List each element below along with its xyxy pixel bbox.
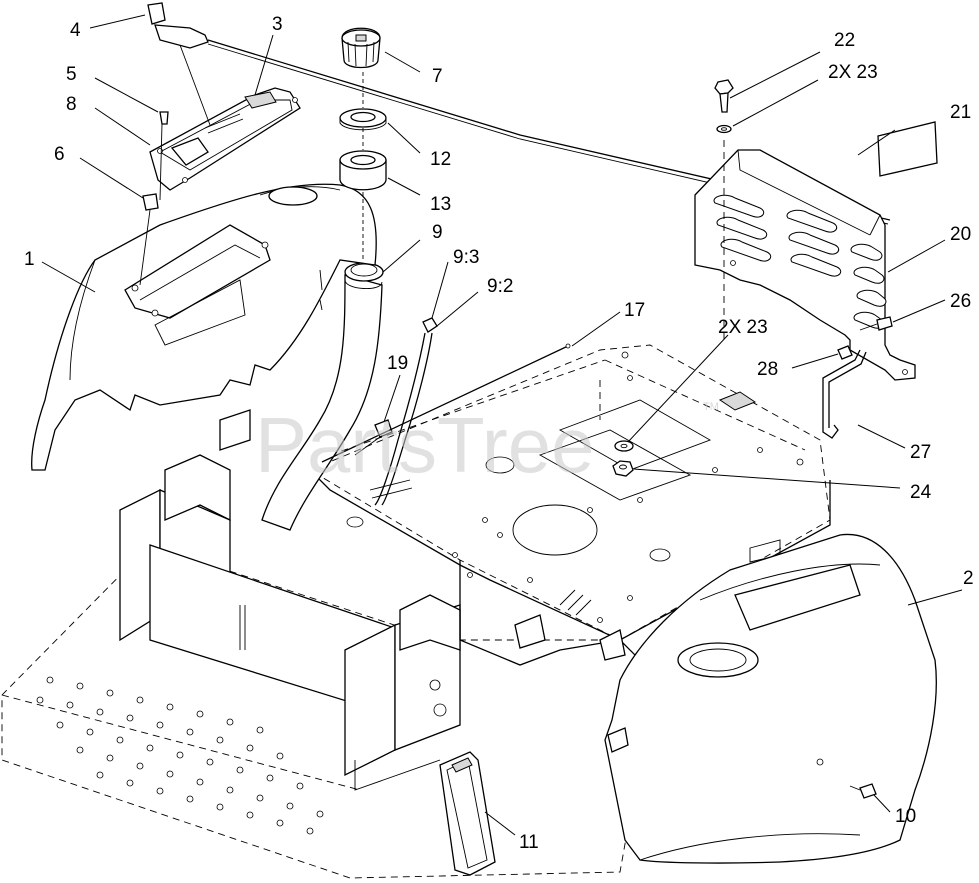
- leader-lines: [41, 14, 963, 836]
- shield-screw: [859, 316, 893, 331]
- callout-28: 28: [757, 359, 778, 380]
- callout-11: 11: [519, 832, 539, 853]
- callout-21: 21: [950, 102, 971, 123]
- shield-clip: [837, 345, 853, 360]
- callout-17: 17: [624, 300, 645, 321]
- right-hood-panel: [604, 533, 937, 864]
- callout-7: 7: [432, 66, 443, 87]
- fuel-cap: [341, 27, 381, 69]
- callout-9: 9: [432, 222, 443, 243]
- callout-6: 6: [54, 144, 65, 165]
- foot-pad: [439, 751, 496, 876]
- callout-2: 2: [963, 568, 974, 589]
- panel-clip: [139, 193, 159, 286]
- left-hood-panel: [31, 183, 377, 471]
- callout-3: 3: [272, 14, 283, 35]
- watermark-text: PartsTree: [255, 401, 595, 489]
- shield-bolt: [714, 79, 734, 113]
- callout-23-top: 2X 23: [828, 62, 878, 83]
- callout-labels: 4 3 5 8 6 1 7 12 13 9 9:3 9:2 17 19 22 2…: [24, 14, 974, 853]
- dash-screw: [159, 111, 169, 201]
- callout-10: 10: [895, 806, 916, 827]
- fuel-spacer: [339, 150, 387, 191]
- callout-12: 12: [430, 149, 451, 170]
- fuel-washer: [339, 108, 387, 131]
- callout-4: 4: [70, 20, 81, 41]
- footrest-holes: [36, 676, 324, 835]
- callout-24: 24: [910, 482, 932, 503]
- rear-shield: [694, 149, 916, 381]
- callout-9-2: 9:2: [487, 276, 513, 297]
- fuel-line: [374, 317, 438, 506]
- chassis-slots: [369, 479, 592, 616]
- control-rod: [321, 343, 571, 463]
- callout-1: 1: [24, 249, 35, 270]
- callout-26: 27: [910, 442, 931, 463]
- fuel-filler-neck: [261, 262, 384, 531]
- callout-20: 20: [950, 224, 971, 245]
- callout-13: 13: [430, 194, 451, 215]
- callout-23-chassis: 2X 23: [718, 317, 768, 338]
- decal: [877, 121, 938, 177]
- shield-washer: [716, 124, 732, 134]
- callout-19: 19: [387, 353, 408, 374]
- chassis-washer: [614, 440, 634, 452]
- dash-panel-plate: [149, 87, 301, 191]
- hood-screw: [849, 783, 877, 799]
- callout-22: 22: [834, 30, 855, 51]
- callout-27: 26: [950, 291, 971, 312]
- watermark-trademark: TM: [703, 401, 719, 413]
- seat-bracket: [822, 349, 867, 439]
- callout-5: 5: [66, 64, 77, 85]
- chassis-nut: [612, 460, 634, 477]
- callout-9-3: 9:3: [453, 247, 479, 268]
- callout-8: 8: [66, 94, 77, 115]
- frame-assembly: [1, 344, 831, 879]
